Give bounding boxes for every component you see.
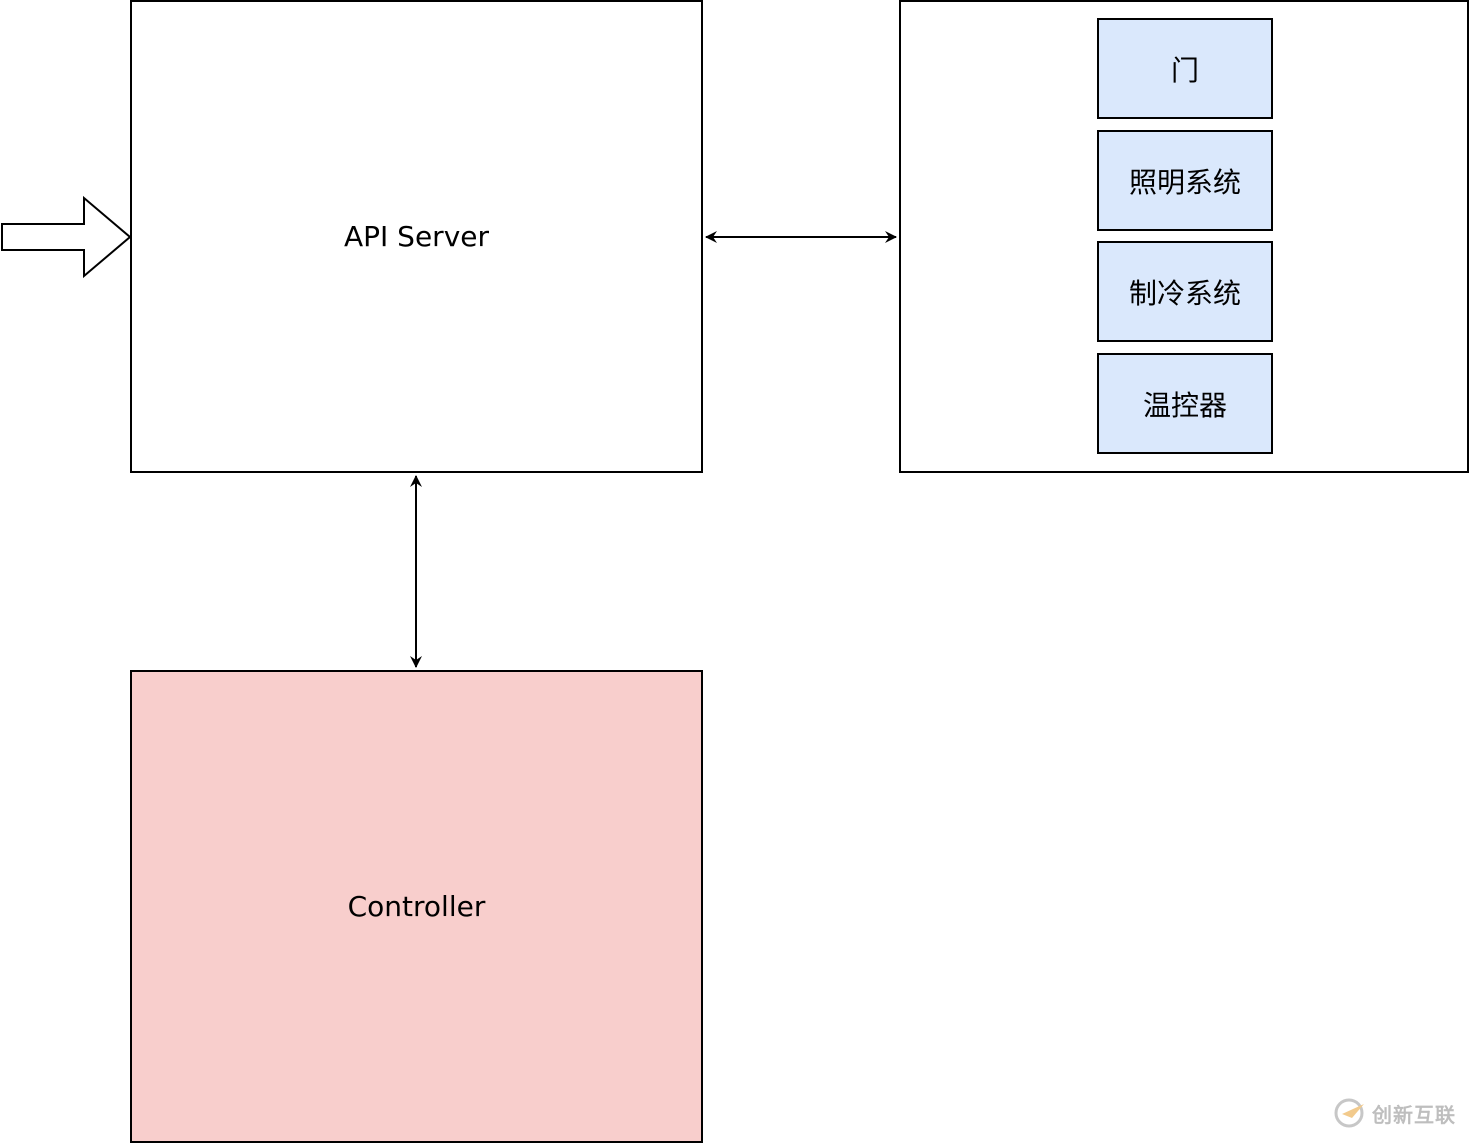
watermark: 创新互联: [1334, 1098, 1456, 1128]
api-server-label: API Server: [343, 220, 490, 253]
controller-label: Controller: [347, 890, 486, 923]
api-server-box: API Server: [130, 0, 703, 473]
device-door: 门: [1097, 18, 1273, 119]
device-label: 照明系统: [1128, 165, 1241, 199]
device-lighting-system: 照明系统: [1097, 130, 1273, 231]
input-arrow-icon: [1, 195, 132, 279]
device-label: 制冷系统: [1128, 276, 1241, 310]
controller-box: Controller: [130, 670, 703, 1143]
device-thermostat: 温控器: [1097, 353, 1273, 454]
watermark-logo-icon: [1334, 1098, 1364, 1128]
watermark-text: 创新互联: [1372, 1102, 1456, 1127]
device-label: 门: [1170, 53, 1199, 87]
device-label: 温控器: [1142, 388, 1227, 422]
device-cooling-system: 制冷系统: [1097, 241, 1273, 342]
